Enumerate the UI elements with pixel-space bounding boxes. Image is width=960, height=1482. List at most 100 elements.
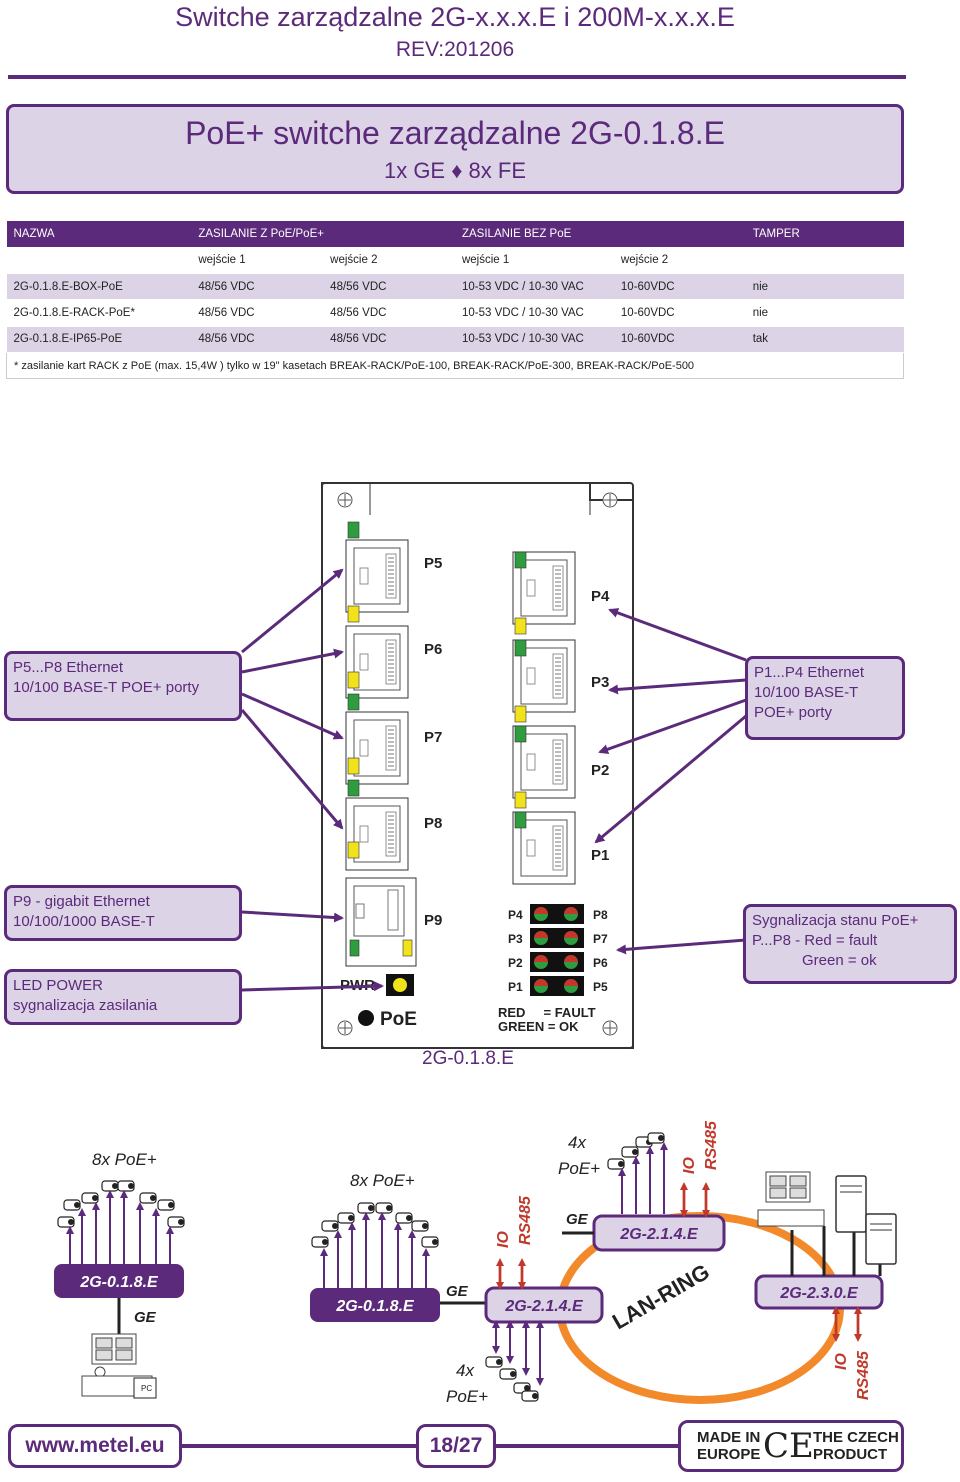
czech-line: PRODUCT xyxy=(813,1446,888,1463)
callout-line: 10/100 BASE-T POE+ porty xyxy=(13,679,200,696)
poe-count-label: PoE+ xyxy=(446,1387,488,1406)
table-cell: 2G-0.1.8.E-BOX-PoE xyxy=(6,273,192,301)
led-row-label: P1 xyxy=(508,980,523,994)
subheader-cell: wejście 2 xyxy=(613,247,746,275)
callout-led-power: LED POWER sygnalizacja zasilania xyxy=(4,969,242,1025)
switch-label: 2G-0.1.8.E xyxy=(335,1298,415,1315)
product-title-box: PoE+ switche zarządzalne 2G-0.1.8.E 1x G… xyxy=(6,104,904,194)
rs485-label: RS485 xyxy=(703,1120,720,1170)
ge-label: GE xyxy=(446,1283,469,1300)
callout-line: Green = ok xyxy=(802,952,877,969)
table-cell: nie xyxy=(745,273,904,301)
table-cell: 10-53 VDC / 10-30 VAC xyxy=(454,299,614,327)
table-cell: 10-60VDC xyxy=(613,326,746,353)
port-p5 xyxy=(345,521,409,623)
table-cell: 48/56 VDC xyxy=(323,273,455,301)
table-cell: 10-60VDC xyxy=(613,299,746,327)
table-row: 2G-0.1.8.E-IP65-PoE 48/56 VDC 48/56 VDC … xyxy=(6,326,904,353)
table-cell: 48/56 VDC xyxy=(323,326,455,353)
screw-icon xyxy=(337,492,353,508)
rs485-label: RS485 xyxy=(517,1195,534,1245)
legend-red: RED = FAULT xyxy=(498,1005,596,1020)
callout-p5-p8: P5...P8 Ethernet 10/100 BASE-T POE+ port… xyxy=(4,651,242,721)
table-cell: 48/56 VDC xyxy=(191,326,324,353)
table-row: 2G-0.1.8.E-BOX-PoE 48/56 VDC 48/56 VDC 1… xyxy=(6,273,904,301)
czech-product-label: THE CZECH PRODUCT xyxy=(813,1429,899,1463)
switch-box-a xyxy=(54,1264,184,1298)
poe-label: PoE xyxy=(380,1009,417,1030)
label-p2: P2 xyxy=(591,762,609,779)
switch-label: 2G-2.1.4.E xyxy=(619,1226,699,1243)
io-label: IO xyxy=(833,1353,850,1370)
camera-cluster xyxy=(485,1356,539,1402)
table-cell: 48/56 VDC xyxy=(323,299,455,327)
label-p8: P8 xyxy=(424,815,442,832)
table-cell: 48/56 VDC xyxy=(191,273,324,301)
switch-box-e xyxy=(754,1274,884,1310)
label-p1: P1 xyxy=(591,847,609,864)
switch-label: 2G-0.1.8.E xyxy=(79,1274,159,1291)
camera-cluster xyxy=(57,1180,185,1228)
website-link[interactable]: www.metel.eu xyxy=(8,1424,182,1468)
revision-label: REV:201206 xyxy=(395,38,515,61)
port-p1 xyxy=(512,811,576,885)
poe-count-label: 4x xyxy=(568,1133,586,1152)
ge-label: GE xyxy=(134,1309,157,1326)
made-in-label: MADE IN EUROPE xyxy=(697,1429,760,1463)
switch-label: 2G-2.3.0.E xyxy=(779,1285,859,1302)
header-cell: TAMPER xyxy=(745,221,904,248)
ce-mark-icon: CE xyxy=(763,1426,814,1466)
camera-cluster xyxy=(311,1202,439,1248)
port-p9 xyxy=(345,877,417,967)
legend-green: GREEN = OK xyxy=(498,1019,579,1034)
led-row-label: P7 xyxy=(593,932,608,946)
czech-line: THE CZECH xyxy=(813,1429,899,1446)
poe-dot-icon xyxy=(358,1010,374,1026)
table-cell: 2G-0.1.8.E-RACK-PoE* xyxy=(6,299,192,327)
network-topology: 8x PoE+ 2G-0.1.8.E GE PC 8x PoE+ 2G-0.1.… xyxy=(54,1120,897,1406)
product-title: PoE+ switche zarządzalne 2G-0.1.8.E xyxy=(185,115,725,151)
led-row-label: P8 xyxy=(593,908,608,922)
callout-line: P9 - gigabit Ethernet xyxy=(13,893,150,910)
screw-icon xyxy=(337,1020,353,1036)
callout-line: POE+ porty xyxy=(754,704,832,721)
led-row-label: P2 xyxy=(508,956,523,970)
device-model-label: 2G-0.1.8.E xyxy=(422,1048,514,1069)
callout-poe-signal: Sygnalizacja stanu PoE+ P...P8 - Red = f… xyxy=(743,904,957,984)
footer-divider xyxy=(182,1444,416,1448)
label-p5: P5 xyxy=(424,555,442,572)
subheader-cell: wejście 1 xyxy=(454,247,614,275)
subheader-cell: wejście 2 xyxy=(323,247,455,275)
table-cell: tak xyxy=(745,326,904,353)
label-p7: P7 xyxy=(424,729,442,746)
footer-divider xyxy=(496,1444,678,1448)
callout-line: P...P8 - Red = fault xyxy=(752,932,878,949)
poe-count-label: 8x PoE+ xyxy=(350,1171,415,1190)
document-title: Switche zarządzalne 2G-x.x.x.E i 200M-x.… xyxy=(175,2,735,32)
header-cell: ZASILANIE Z PoE/PoE+ xyxy=(191,221,455,248)
ge-label: GE xyxy=(566,1211,589,1228)
label-p4: P4 xyxy=(591,588,610,605)
callout-line: Sygnalizacja stanu PoE+ xyxy=(752,912,919,929)
subheader-cell: wejście 1 xyxy=(191,247,324,275)
poe-count-label: 8x PoE+ xyxy=(92,1150,157,1169)
pc-label: PC xyxy=(141,1384,152,1393)
table-cell: 48/56 VDC xyxy=(191,299,324,327)
table-note: * zasilanie kart RACK z PoE (max. 15,4W … xyxy=(6,351,904,380)
callout-line: 10/100/1000 BASE-T xyxy=(13,913,155,930)
table-cell: 10-60VDC xyxy=(613,273,746,301)
callout-line: sygnalizacja zasilania xyxy=(13,997,158,1014)
led-row-label: P6 xyxy=(593,956,608,970)
switch-label: 2G-2.1.4.E xyxy=(504,1298,584,1315)
led-row-label: P5 xyxy=(593,980,608,994)
callout-line: 10/100 BASE-T xyxy=(754,684,859,701)
table-cell: 10-53 VDC / 10-30 VAC xyxy=(454,273,614,301)
header-divider xyxy=(8,75,906,79)
screw-icon xyxy=(602,492,618,508)
callout-line: P5...P8 Ethernet xyxy=(13,659,124,676)
switch-box-c xyxy=(484,1286,604,1324)
label-p3: P3 xyxy=(591,674,609,691)
screw-icon xyxy=(602,1020,618,1036)
callout-line: P1...P4 Ethernet xyxy=(754,664,865,681)
server-icon xyxy=(835,1175,867,1233)
